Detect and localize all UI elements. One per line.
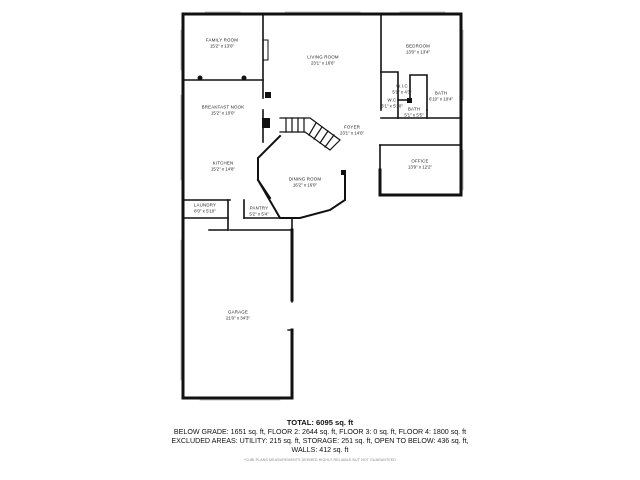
room-dims: 15'2" x 10'0" xyxy=(210,110,236,115)
room-label-laundry: LAUNDRY 8'0" x 5'10" xyxy=(194,203,216,214)
room-label-foyer: FOYER 23'1" x 14'0" xyxy=(340,125,364,136)
room-label-bedroom: BEDROOM 13'0" x 13'4" xyxy=(406,44,430,55)
room-dims: 5'2" x 5'4" xyxy=(249,211,269,216)
room-label-wic: W.I.C 5'1" x 4'3" xyxy=(392,84,411,95)
windows xyxy=(180,11,464,401)
room-name: BREAKFAST NOOK xyxy=(201,104,245,110)
room-name: BATH xyxy=(434,90,448,96)
disclaimer-note: *CUBI PLANS MEASUREMENTS DEEMED HIGHLY R… xyxy=(244,458,396,462)
walls-area: WALLS: 412 sq. ft xyxy=(291,446,349,454)
room-label-family-room: FAMILY ROOM 15'2" x 13'0" xyxy=(206,38,238,49)
room-dims: 6'10" x 10'4" xyxy=(428,96,454,101)
room-name: FAMILY ROOM xyxy=(205,37,239,43)
room-label-dining-room: DINING ROOM 16'2" x 16'0" xyxy=(289,177,321,188)
room-name: PANTRY xyxy=(249,205,269,211)
room-label-office: OFFICE 13'9" x 12'2" xyxy=(408,159,432,170)
room-dims: 5'1" x 4'3" xyxy=(392,89,412,94)
excluded-areas: EXCLUDED AREAS: UTILITY: 215 sq. ft, STO… xyxy=(171,437,469,445)
room-name: W.C xyxy=(387,97,397,103)
room-label-living-room: LIVING ROOM 23'1" x 16'6" xyxy=(307,55,338,66)
room-name: BATH xyxy=(407,106,421,112)
floor-plan xyxy=(180,11,464,401)
room-label-bath-master: BATH 6'10" x 10'4" xyxy=(429,91,453,102)
room-dims: 13'9" x 12'2" xyxy=(407,164,433,169)
interior-walls xyxy=(182,13,462,233)
room-dims: 13'0" x 13'4" xyxy=(405,49,431,54)
floor-areas: BELOW GRADE: 1651 sq. ft, FLOOR 2: 2644 … xyxy=(173,428,467,436)
fixtures xyxy=(197,39,412,175)
total-area: TOTAL: 6095 sq. ft xyxy=(286,418,354,427)
garage-details xyxy=(287,299,293,331)
room-dims: 23'1" x 14'0" xyxy=(339,130,365,135)
room-name: FOYER xyxy=(343,124,361,130)
room-name: OFFICE xyxy=(411,158,429,164)
room-dims: 16'2" x 16'0" xyxy=(292,182,318,187)
room-name: KITCHEN xyxy=(212,160,234,166)
room-dims: 8'0" x 5'10" xyxy=(194,208,216,213)
dining-room-walls xyxy=(256,134,346,219)
room-dims: 15'2" x 14'8" xyxy=(210,166,236,171)
room-name: W.I.C xyxy=(396,83,408,89)
staircase xyxy=(279,117,341,151)
room-label-wc: W.C 3'1" x 5'10" xyxy=(381,98,403,109)
room-label-garage: GARAGE 21'0" x 34'3" xyxy=(226,310,250,321)
room-name: GARAGE xyxy=(228,309,248,315)
exterior-walls xyxy=(181,12,463,400)
area-summary: TOTAL: 6095 sq. ft BELOW GRADE: 1651 sq.… xyxy=(0,418,640,462)
room-name: DINING ROOM xyxy=(288,176,322,182)
room-dims: 21'0" x 34'3" xyxy=(225,315,251,320)
room-label-pantry: PANTRY 5'2" x 5'4" xyxy=(249,206,268,217)
room-name: LIVING ROOM xyxy=(307,54,339,60)
room-dims: 3'1" x 5'10" xyxy=(381,103,403,108)
room-dims: 15'2" x 13'0" xyxy=(209,43,235,48)
room-label-bath: BATH 5'1" x 5'5" xyxy=(404,107,423,118)
room-dims: 5'1" x 5'5" xyxy=(404,112,424,117)
room-dims: 23'1" x 16'6" xyxy=(310,60,336,65)
room-name: LAUNDRY xyxy=(193,202,217,208)
room-label-kitchen: KITCHEN 15'2" x 14'8" xyxy=(211,161,235,172)
room-name: BEDROOM xyxy=(405,43,431,49)
room-label-breakfast-nook: BREAKFAST NOOK 15'2" x 10'0" xyxy=(202,105,245,116)
